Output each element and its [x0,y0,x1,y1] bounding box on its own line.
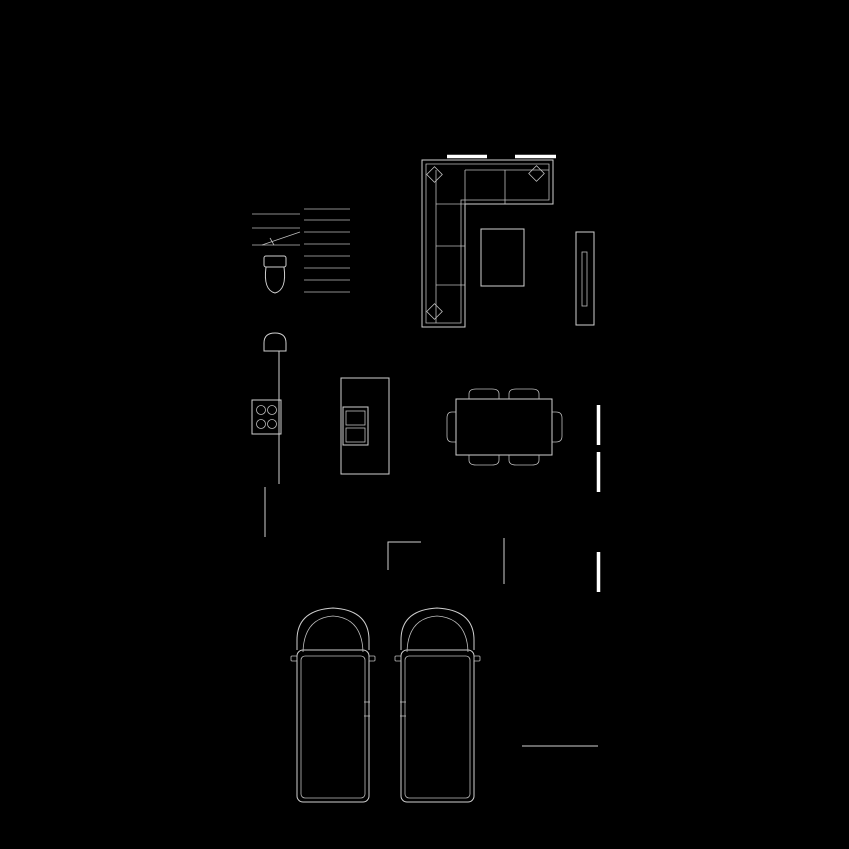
dining-table-icon [446,388,563,466]
stairs-icon [252,208,350,293]
sink-icon [263,332,287,352]
sofa-icon [421,159,554,328]
tv-icon [575,231,595,326]
toilet-icon [263,255,287,294]
car-icon [394,607,481,803]
stove-icon [251,399,282,435]
garage-partitions [387,538,598,747]
kitchen-counter [264,351,280,537]
island-icon [340,377,390,475]
table-icon [480,228,525,287]
car-icon [290,607,376,803]
